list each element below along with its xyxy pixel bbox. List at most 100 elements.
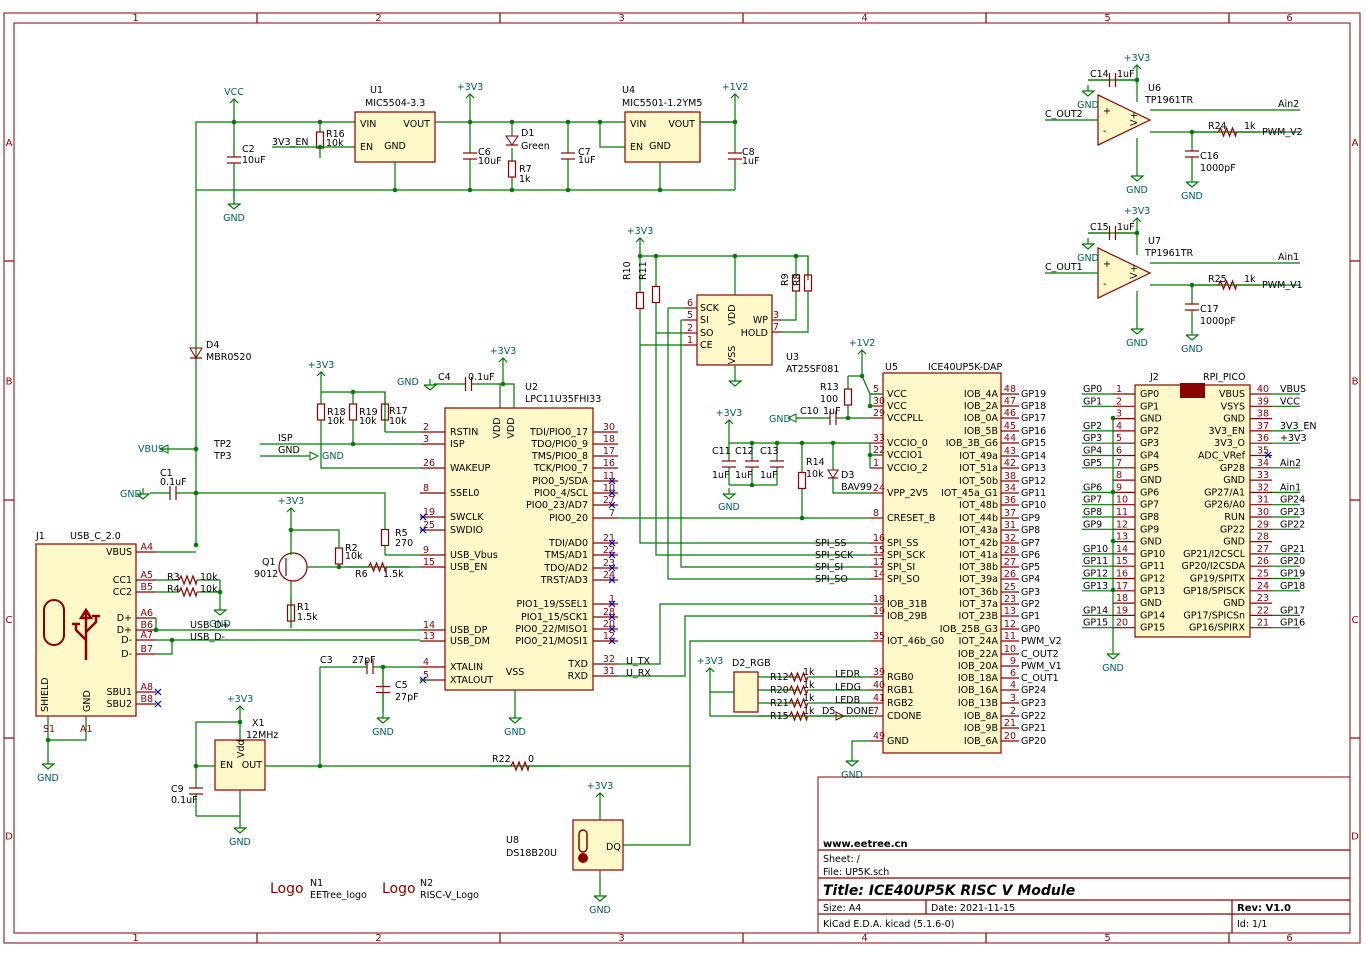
pin-name: IOB_6A bbox=[964, 736, 999, 747]
border-col-label: 2 bbox=[375, 933, 381, 944]
rpi-pico-j2-body bbox=[1134, 384, 1251, 638]
label: 100 bbox=[820, 394, 838, 405]
pin-number: 24 bbox=[873, 483, 885, 494]
label: BAV99 bbox=[841, 482, 872, 493]
net-label: PWM_V1 bbox=[1021, 661, 1062, 672]
label: SPI_SCK bbox=[815, 550, 854, 561]
net-label: GP23 bbox=[1021, 698, 1046, 709]
pin-name: GP20/I2CSDA bbox=[1181, 561, 1245, 572]
junction-dot bbox=[774, 440, 780, 446]
wire bbox=[639, 345, 870, 544]
vcc-wire bbox=[195, 107, 235, 345]
pin-number: A8 bbox=[140, 682, 153, 693]
pin-name: IOB_5B bbox=[964, 426, 998, 437]
label: R11 bbox=[638, 261, 649, 280]
ground-icon bbox=[376, 717, 391, 724]
ground-label: GND bbox=[504, 727, 526, 738]
r17-resistor-icon bbox=[380, 403, 390, 421]
label: GP9 bbox=[1140, 524, 1159, 535]
pin-name: 3V3_O bbox=[1214, 438, 1245, 449]
border-col-label: 4 bbox=[861, 933, 867, 944]
net-label: GP5 bbox=[1083, 458, 1102, 469]
pin-name: GP17/SPICSn bbox=[1183, 610, 1245, 621]
pin-number: 23 bbox=[1004, 594, 1016, 605]
pin-name: IOT_36b bbox=[959, 587, 998, 598]
border-row-label: B bbox=[6, 377, 13, 388]
junction-dot bbox=[1110, 489, 1116, 495]
label: - bbox=[1103, 126, 1106, 137]
pin-name: IOT_37a bbox=[959, 599, 998, 610]
logo-text: Logo bbox=[382, 881, 416, 897]
pin-number: 34 bbox=[1004, 483, 1016, 494]
label: R22 bbox=[492, 754, 511, 765]
label: MIC5501-1.2YM5 bbox=[622, 98, 702, 109]
pin-name: WP bbox=[753, 315, 768, 326]
net-label: GP18 bbox=[1280, 581, 1305, 592]
pin-number: 24 bbox=[1257, 581, 1269, 592]
label: GND bbox=[278, 445, 300, 456]
label: C16 bbox=[1200, 151, 1219, 162]
net-label: GP0 bbox=[1083, 384, 1102, 395]
pin-name: IOT_42b bbox=[959, 538, 998, 549]
pin-number: 45 bbox=[1004, 421, 1016, 432]
pin-number: 40 bbox=[873, 680, 885, 691]
pin-number: 3 bbox=[423, 434, 429, 445]
pin-number: B8 bbox=[140, 694, 153, 705]
pin-number: 7 bbox=[609, 508, 615, 519]
power-arrow-icon bbox=[724, 419, 734, 425]
label: C11 bbox=[712, 446, 731, 457]
junction-dot bbox=[500, 381, 506, 387]
pin-number: 30 bbox=[1257, 507, 1269, 518]
label: C2 bbox=[242, 144, 255, 155]
pin-name: TXD bbox=[567, 659, 588, 670]
label: 1uF bbox=[712, 470, 730, 481]
label: GND bbox=[887, 736, 909, 747]
label: R21 bbox=[770, 698, 789, 709]
gnd-arrow-icon bbox=[786, 413, 797, 423]
shield-label: SHIELD bbox=[40, 677, 51, 712]
power-arrow-icon bbox=[465, 93, 475, 99]
ground-label: GND bbox=[589, 905, 611, 916]
pin-number: 32 bbox=[1257, 482, 1269, 493]
wire bbox=[861, 358, 871, 406]
pin-name: IOT_48b bbox=[959, 500, 998, 511]
pin-number: 16 bbox=[1116, 569, 1128, 580]
resistor-icon bbox=[1217, 126, 1238, 139]
label: 0.1uF bbox=[171, 795, 198, 806]
pin-name: PIO0_22/MISO1 bbox=[515, 624, 588, 635]
border-row-label: D bbox=[5, 832, 13, 843]
net-label: GP17 bbox=[1021, 413, 1046, 424]
d4-diode-icon bbox=[189, 347, 203, 359]
label: R16 bbox=[326, 129, 345, 140]
ground-label: GND bbox=[1126, 338, 1148, 349]
junction-dot bbox=[193, 446, 199, 452]
pin-number: 28 bbox=[1257, 532, 1269, 543]
pin-number: 9 bbox=[1010, 656, 1016, 667]
ground-icon bbox=[423, 384, 438, 391]
label: GND bbox=[1140, 537, 1162, 548]
label: GP8 bbox=[1140, 512, 1159, 523]
label: ICE40UP5K-DAP bbox=[928, 362, 1003, 373]
power-arrow-icon bbox=[498, 357, 508, 363]
pin-number: 15 bbox=[1116, 556, 1128, 567]
label: GND bbox=[322, 451, 344, 462]
label: GP14 bbox=[1140, 610, 1165, 621]
pin-name: VSS bbox=[506, 667, 525, 678]
r2-resistor-icon bbox=[334, 547, 344, 565]
junction-dot bbox=[657, 187, 663, 193]
label: 1uF bbox=[760, 470, 778, 481]
wire bbox=[667, 308, 870, 580]
net-label: GP22 bbox=[1021, 711, 1046, 722]
pin-number: 32 bbox=[1004, 533, 1016, 544]
gnd-label: GND bbox=[82, 690, 93, 712]
pin-name: IOB_2A bbox=[964, 401, 999, 412]
net-label: GP12 bbox=[1083, 569, 1108, 580]
no-connect-mark bbox=[608, 551, 616, 559]
ground-label: GND bbox=[1181, 344, 1203, 355]
net-label: GP18 bbox=[1021, 401, 1046, 412]
d2-rgb-led-body bbox=[733, 671, 759, 713]
ground-icon bbox=[233, 827, 248, 834]
label: VCCIO_2 bbox=[887, 463, 928, 474]
label: R24 bbox=[1208, 121, 1227, 132]
pin-number: 46 bbox=[1004, 408, 1016, 419]
